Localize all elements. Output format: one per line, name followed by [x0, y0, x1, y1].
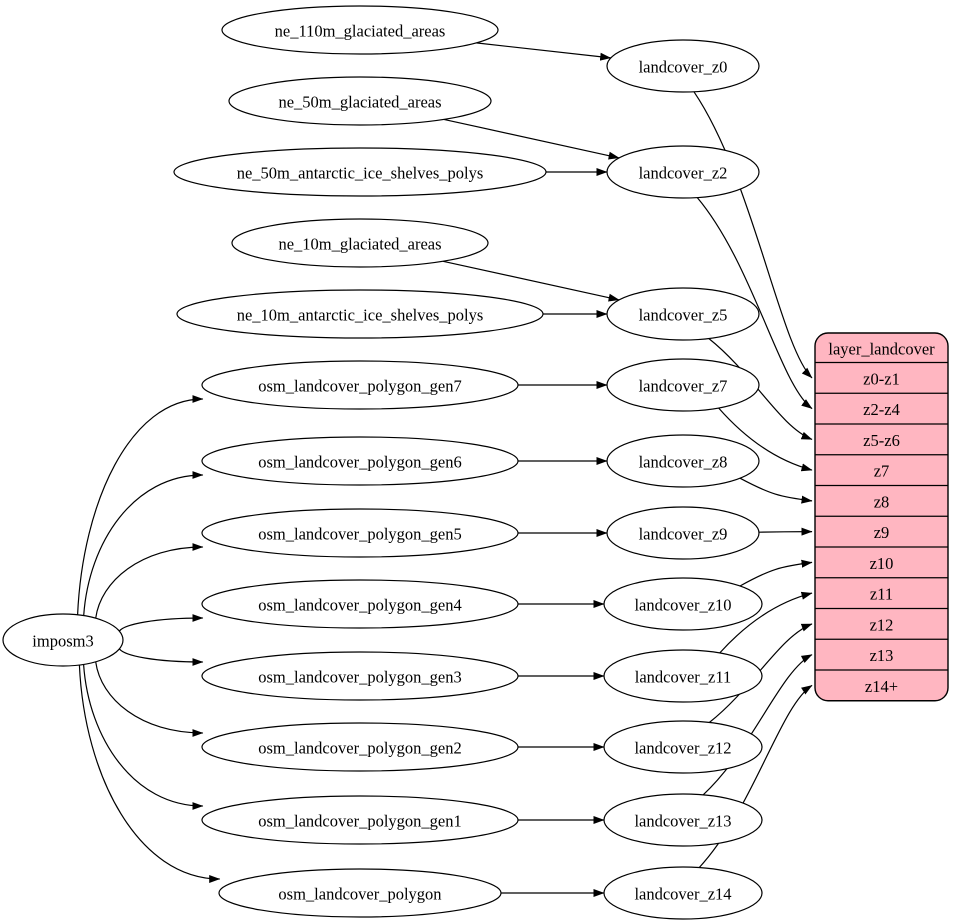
edge-imposm3-to-osm_landcover_polygon_gen7: [77, 395, 204, 615]
node-ne_50m_antarctic_ice_shelves_polys: ne_50m_antarctic_ice_shelves_polys: [173, 147, 547, 197]
node-landcover_z5-shape: [606, 287, 760, 341]
node-landcover_z14-shape: [603, 866, 763, 920]
node-ne_10m_glaciated_areas: ne_10m_glaciated_areas: [231, 218, 489, 268]
node-landcover_z2: landcover_z2: [606, 145, 760, 199]
edge-landcover_z11-to-layer_landcover-z11: [719, 591, 813, 654]
node-osm_landcover_polygon: osm_landcover_polygon: [218, 868, 502, 918]
node-imposm3-shape: [2, 613, 124, 667]
node-osm_landcover_polygon-shape: [218, 868, 502, 918]
node-landcover_z2-shape: [606, 145, 760, 199]
node-landcover_z10: landcover_z10: [603, 577, 763, 631]
edge-imposm3-to-osm_landcover_polygon_gen1: [83, 664, 204, 810]
node-layer: layer_landcoverz0-z1z2-z4z5-z6z7z8z9z10z…: [2, 5, 949, 920]
edge-landcover_z10-to-layer_landcover-z10: [739, 559, 813, 587]
node-ne_50m_glaciated_areas-shape: [228, 76, 492, 126]
edge-landcover_z9-to-layer_landcover-z9: [758, 527, 813, 536]
node-landcover_z11: landcover_z11: [603, 649, 763, 703]
node-osm_landcover_polygon_gen3-shape: [201, 651, 519, 701]
node-osm_landcover_polygon_gen1-shape: [201, 795, 519, 845]
edge-layer: [77, 42, 813, 897]
edge-landcover_z8-to-layer_landcover-z8: [739, 477, 813, 504]
node-osm_landcover_polygon_gen6-shape: [201, 436, 519, 486]
node-landcover_z12: landcover_z12: [603, 720, 763, 774]
edge-landcover_z14-to-layer_landcover-z14+: [698, 684, 813, 869]
edge-imposm3-to-osm_landcover_polygon_gen5: [95, 543, 204, 619]
node-osm_landcover_polygon_gen2: osm_landcover_polygon_gen2: [201, 722, 519, 772]
node-landcover_z0: landcover_z0: [606, 39, 760, 93]
node-landcover_z7: landcover_z7: [606, 358, 760, 412]
node-landcover_z0-shape: [606, 39, 760, 93]
node-ne_110m_glaciated_areas: ne_110m_glaciated_areas: [221, 5, 499, 55]
node-osm_landcover_polygon_gen4-shape: [201, 579, 519, 629]
node-osm_landcover_polygon_gen3: osm_landcover_polygon_gen3: [201, 651, 519, 701]
edge-landcover_z0-to-layer_landcover-z0-z1: [693, 91, 813, 379]
node-landcover_z7-shape: [606, 358, 760, 412]
node-landcover_z12-shape: [603, 720, 763, 774]
node-landcover_z13-shape: [603, 793, 763, 847]
node-osm_landcover_polygon_gen6: osm_landcover_polygon_gen6: [201, 436, 519, 486]
node-osm_landcover_polygon_gen5: osm_landcover_polygon_gen5: [201, 508, 519, 558]
node-osm_landcover_polygon_gen1: osm_landcover_polygon_gen1: [201, 795, 519, 845]
node-osm_landcover_polygon_gen5-shape: [201, 508, 519, 558]
edge-landcover_z7-to-layer_landcover-z7: [718, 407, 813, 472]
edge-imposm3-to-osm_landcover_polygon_gen2: [95, 661, 204, 737]
node-ne_50m_glaciated_areas: ne_50m_glaciated_areas: [228, 76, 492, 126]
node-imposm3: imposm3: [2, 613, 124, 667]
node-landcover_z9-shape: [606, 506, 760, 560]
edge-landcover_z13-to-layer_landcover-z13: [702, 654, 813, 796]
table-outline: [814, 332, 949, 702]
node-landcover_z9: landcover_z9: [606, 506, 760, 560]
edge-ne_50m_glaciated_areas-to-landcover_z2: [443, 118, 620, 160]
node-landcover_z10-shape: [603, 577, 763, 631]
edge-landcover_z12-to-layer_landcover-z12: [708, 623, 813, 723]
node-landcover_z14: landcover_z14: [603, 866, 763, 920]
node-landcover_z11-shape: [603, 649, 763, 703]
edge-imposm3-to-osm_landcover_polygon: [78, 664, 221, 883]
edge-landcover_z5-to-layer_landcover-z5-z6: [708, 338, 813, 440]
node-landcover_z8: landcover_z8: [606, 434, 760, 488]
node-osm_landcover_polygon_gen7-shape: [201, 360, 519, 410]
node-ne_110m_glaciated_areas-shape: [221, 5, 499, 55]
edge-imposm3-to-osm_landcover_polygon_gen6: [83, 471, 204, 616]
table-layer_landcover: layer_landcoverz0-z1z2-z4z5-z6z7z8z9z10z…: [814, 332, 949, 702]
edge-ne_10m_glaciated_areas-to-landcover_z5: [442, 260, 620, 302]
node-landcover_z13: landcover_z13: [603, 793, 763, 847]
node-ne_50m_antarctic_ice_shelves_polys-shape: [173, 147, 547, 197]
edge-imposm3-to-osm_landcover_polygon_gen4: [118, 614, 204, 632]
node-ne_10m_antarctic_ice_shelves_polys-shape: [176, 289, 544, 339]
node-osm_landcover_polygon_gen2-shape: [201, 722, 519, 772]
edge-imposm3-to-osm_landcover_polygon_gen3: [118, 648, 204, 666]
edge-ne_110m_glaciated_areas-to-landcover_z0: [476, 42, 612, 61]
edge-landcover_z2-to-layer_landcover-z2-z4: [696, 197, 813, 410]
node-ne_10m_antarctic_ice_shelves_polys: ne_10m_antarctic_ice_shelves_polys: [176, 289, 544, 339]
node-osm_landcover_polygon_gen4: osm_landcover_polygon_gen4: [201, 579, 519, 629]
node-landcover_z8-shape: [606, 434, 760, 488]
node-osm_landcover_polygon_gen7: osm_landcover_polygon_gen7: [201, 360, 519, 410]
node-ne_10m_glaciated_areas-shape: [231, 218, 489, 268]
node-landcover_z5: landcover_z5: [606, 287, 760, 341]
